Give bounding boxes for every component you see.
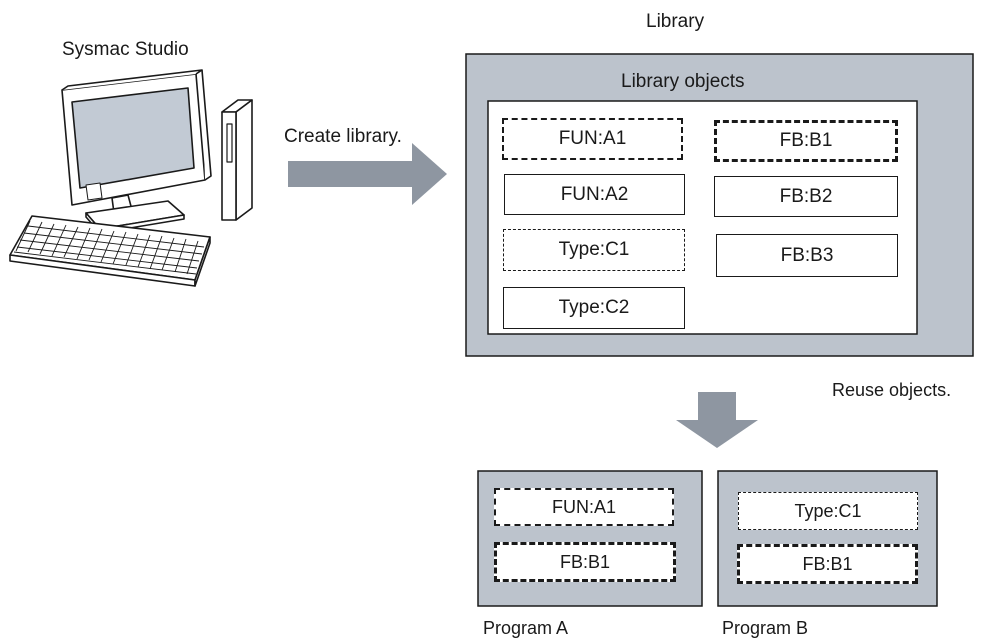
library-object-fb-b1: FB:B1 <box>714 120 898 162</box>
library-title: Library <box>646 11 705 32</box>
create-library-label: Create library. <box>284 126 402 147</box>
library-object-type-c1: Type:C1 <box>503 229 685 271</box>
tower-icon <box>221 99 253 221</box>
library-object-fb-b2: FB:B2 <box>714 176 898 217</box>
library-object-fb-b3: FB:B3 <box>716 234 898 277</box>
computer-icon <box>9 69 253 287</box>
computer-label: Sysmac Studio <box>62 39 189 60</box>
monitor-stand-icon <box>85 194 185 234</box>
library-object-fun-a1: FUN:A1 <box>502 118 683 160</box>
create-library-arrow <box>288 143 447 205</box>
program-a-object-fun-a1: FUN:A1 <box>494 488 674 526</box>
library-object-type-c2: Type:C2 <box>503 287 685 329</box>
library-objects-title: Library objects <box>621 71 745 92</box>
monitor-icon <box>61 69 212 206</box>
library-object-fun-a2: FUN:A2 <box>504 174 685 215</box>
program-b-object-type-c1: Type:C1 <box>738 492 918 530</box>
reuse-objects-label: Reuse objects. <box>832 380 952 400</box>
program-a-object-fb-b1: FB:B1 <box>494 542 676 582</box>
keyboard-icon <box>9 215 211 287</box>
program-b-label: Program B <box>722 618 809 638</box>
program-b-object-fb-b1: FB:B1 <box>737 544 918 584</box>
reuse-objects-arrow <box>676 392 758 448</box>
program-a-label: Program A <box>483 618 569 638</box>
